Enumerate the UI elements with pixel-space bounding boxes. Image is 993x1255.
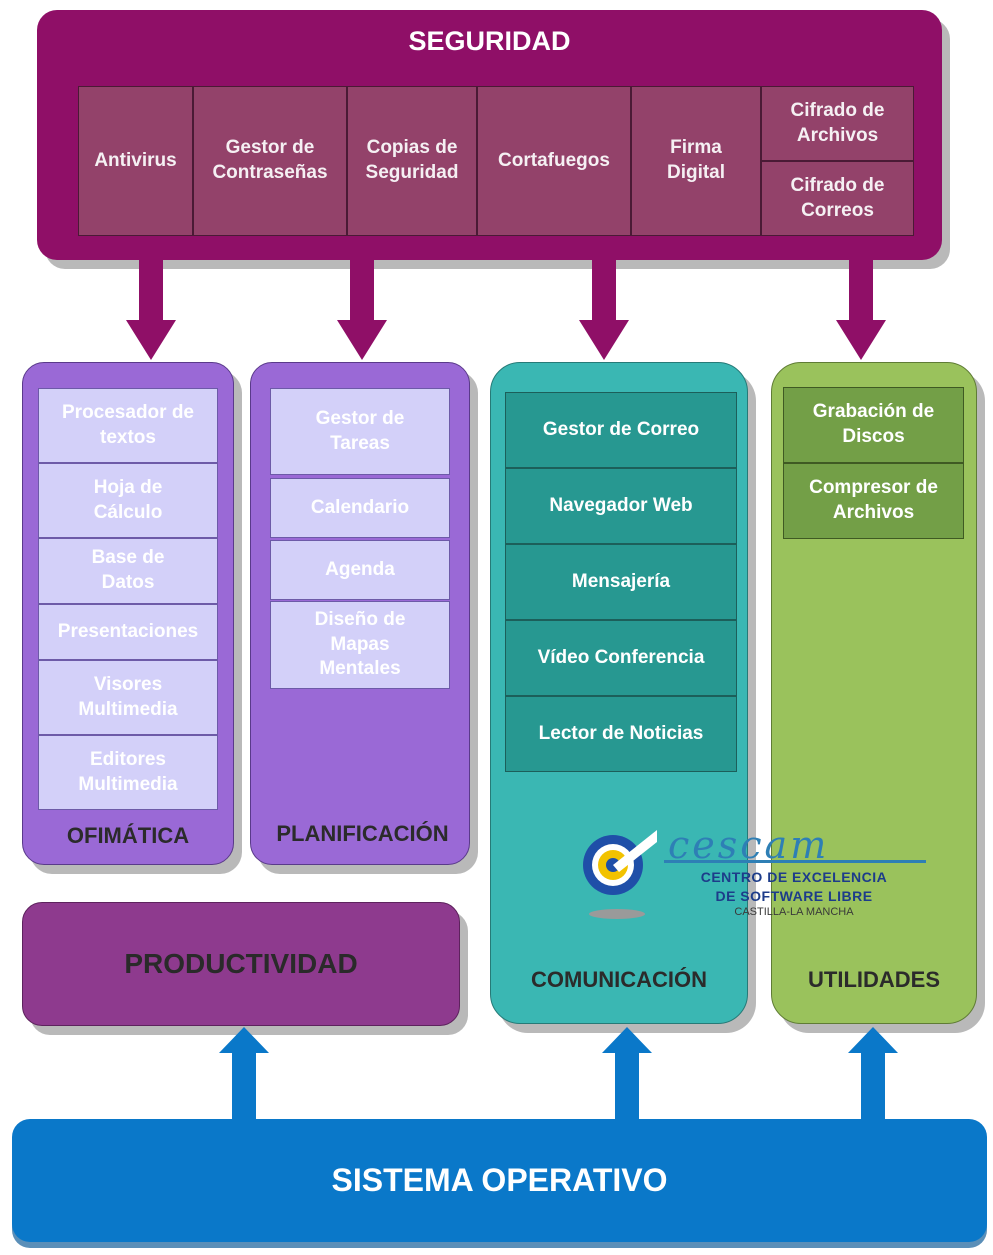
ofimatica-item-visores: Visores Multimedia [38,660,218,735]
sistema-operativo-title: SISTEMA OPERATIVO [331,1162,668,1198]
ofimatica-item-editores: Editores Multimedia [38,735,218,810]
sistema-operativo-block: SISTEMA OPERATIVO [12,1119,987,1242]
productividad-block: PRODUCTIVIDAD [22,902,460,1026]
arrow-down-icon [579,260,629,360]
ofimatica-item-base-datos: Base de Datos [38,538,218,604]
planificacion-title: PLANIFICACIÓN [276,821,449,846]
planificacion-item-calendario: Calendario [270,478,450,538]
arrow-down-icon [337,260,387,360]
logo-line1: CENTRO DE EXCELENCIA [700,869,888,885]
planificacion-item-mapas-mentales: Diseño de Mapas Mentales [270,601,450,689]
arrow-up-icon [848,1027,898,1119]
logo-divider [664,860,926,863]
comunicacion-item-videoconferencia: Vídeo Conferencia [505,620,737,696]
productividad-title: PRODUCTIVIDAD [124,948,358,979]
ofimatica-item-presentaciones: Presentaciones [38,604,218,660]
seguridad-item-firma-digital: Firma Digital [631,86,761,236]
logo-subtitle: CENTRO DE EXCELENCIA DE SOFTWARE LIBRE [662,868,926,906]
ofimatica-title: OFIMÁTICA [66,823,190,848]
logo-line3: CASTILLA-LA MANCHA [734,906,854,918]
seguridad-item-cortafuegos: Cortafuegos [477,86,631,236]
seguridad-item-cifrado-archivos: Cifrado de Archivos [761,86,914,161]
arrow-down-icon [836,260,886,360]
logo-wordmark: cescam [668,823,830,867]
utilidades-item-grabacion: Grabación de Discos [783,387,964,463]
comunicacion-item-navegador: Navegador Web [505,468,737,544]
utilidades-title: UTILIDADES [808,967,940,992]
seguridad-item-gestor-contrasenas: Gestor de Contraseñas [193,86,347,236]
ofimatica-item-hoja-calculo: Hoja de Cálculo [38,463,218,538]
seguridad-item-antivirus: Antivirus [78,86,193,236]
seguridad-item-copias-seguridad: Copias de Seguridad [347,86,477,236]
planificacion-item-gestor-tareas: Gestor de Tareas [270,388,450,475]
comunicacion-title: COMUNICACIÓN [531,967,707,992]
utilidades-item-compresor: Compresor de Archivos [783,463,964,539]
ofimatica-item-procesador: Procesador de textos [38,388,218,463]
seguridad-title: SEGURIDAD [408,26,571,56]
seguridad-item-cifrado-correos: Cifrado de Correos [761,161,914,236]
arrow-down-icon [126,260,176,360]
arrow-up-icon [219,1027,269,1119]
cescam-logo-icon [583,830,657,919]
planificacion-item-agenda: Agenda [270,540,450,600]
comunicacion-item-gestor-correo: Gestor de Correo [505,392,737,468]
logo-line2: DE SOFTWARE LIBRE [715,887,873,904]
comunicacion-item-lector-noticias: Lector de Noticias [505,696,737,772]
arrow-up-icon [602,1027,652,1119]
comunicacion-item-mensajeria: Mensajería [505,544,737,620]
